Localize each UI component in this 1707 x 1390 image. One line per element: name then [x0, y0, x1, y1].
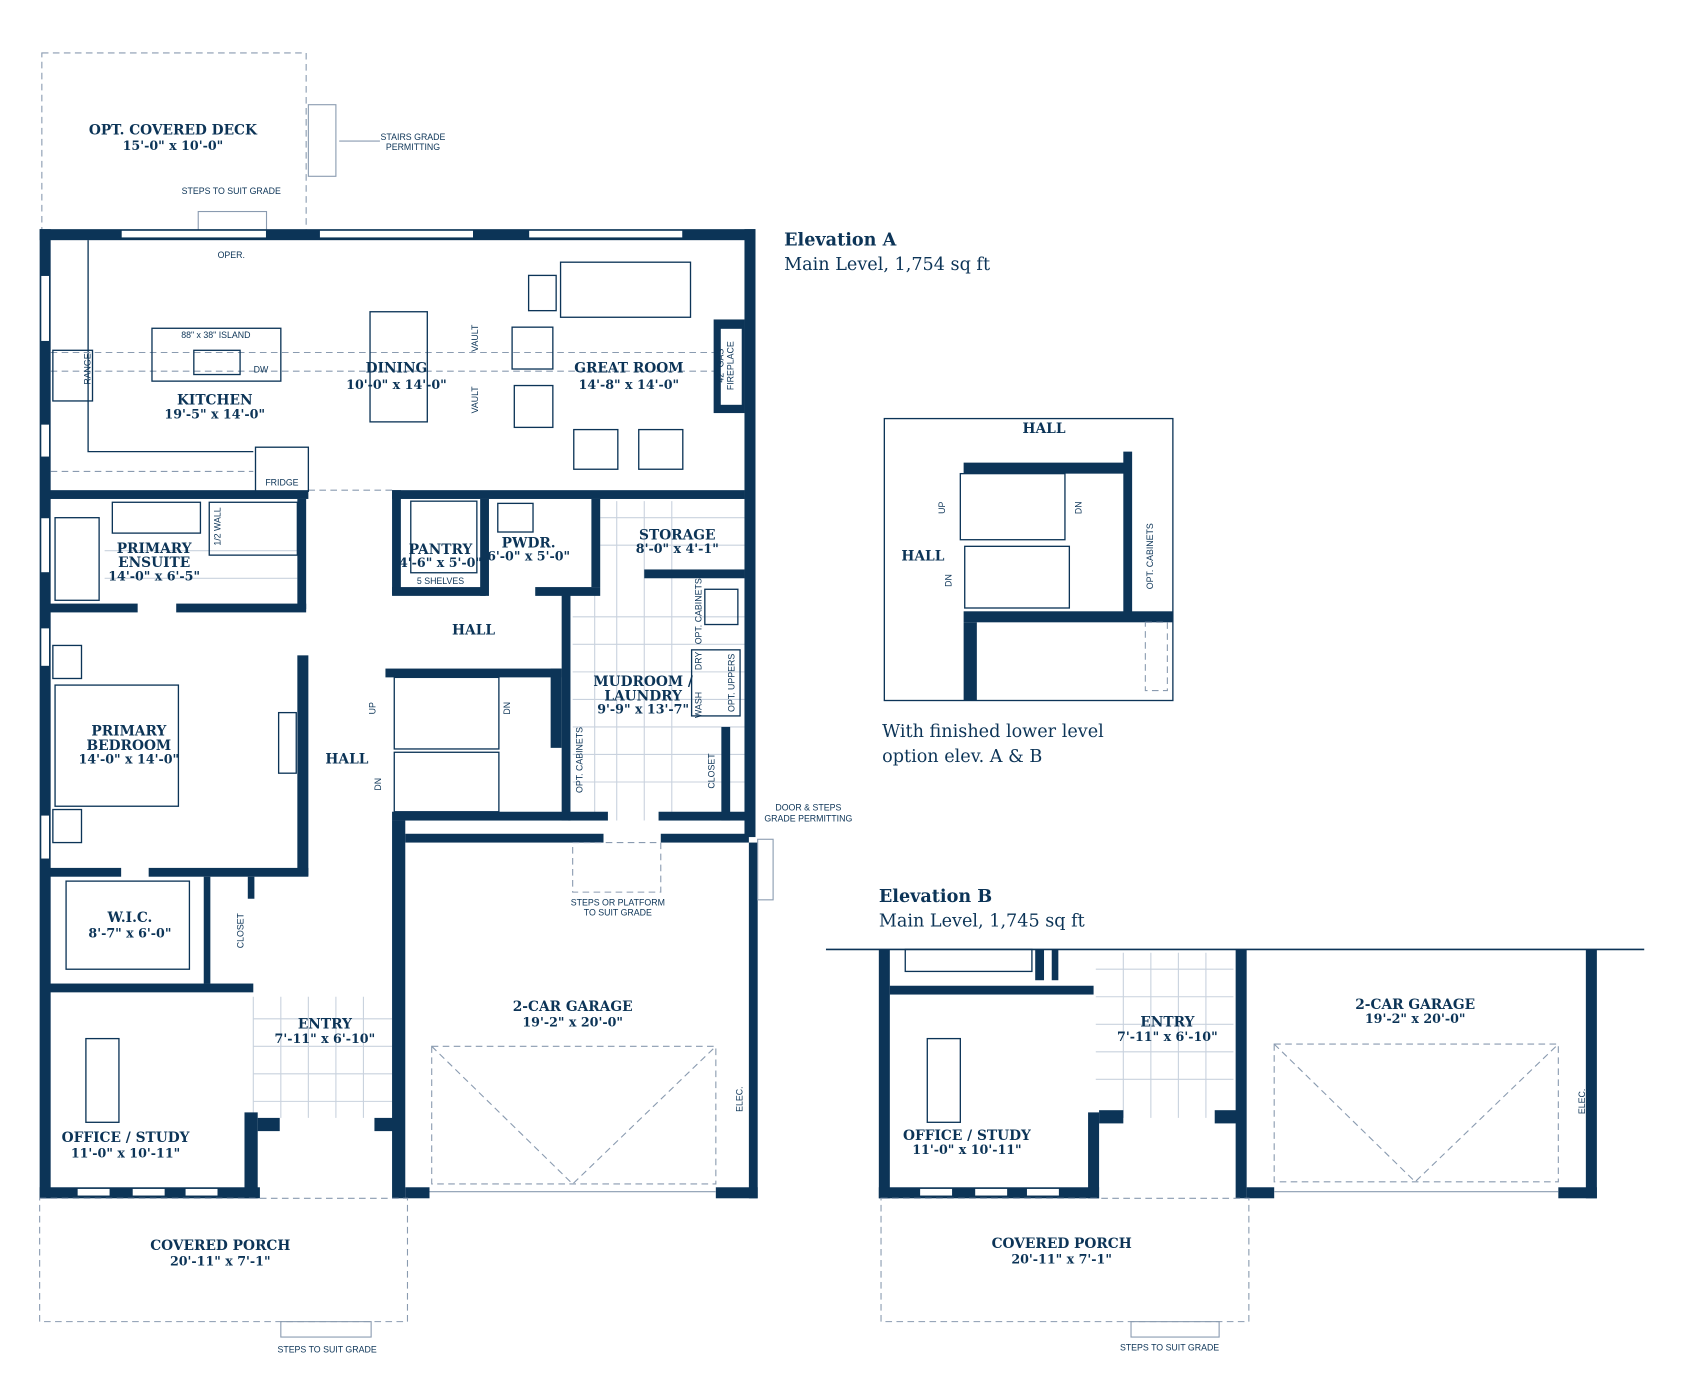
elec-note: ELEC. [734, 1086, 744, 1111]
elev-b-entry-dims: 7'-11" x 6'-10" [1117, 1029, 1218, 1044]
great-room-dims: 14'-8" x 14'-0" [579, 377, 680, 392]
stairs-note-2: PERMITTING [386, 142, 440, 152]
porch-dims: 20'-11" x 7'-1" [170, 1253, 271, 1268]
ensuite-name: PRIMARY [117, 541, 192, 557]
inset-dn-2: DN [944, 574, 954, 587]
elevation-a-title: Elevation A [784, 230, 896, 251]
fireplace-note-2: FIREPLACE [725, 341, 735, 390]
walls-main [39, 229, 758, 1199]
mudroom-name: MUDROOM / [593, 674, 694, 690]
mudroom-name-2: LAUNDRY [604, 689, 682, 705]
inset-caption-1: With finished lower level [882, 722, 1104, 742]
fixtures-main [39, 240, 774, 1338]
wic-dims: 8'-7" x 6'-0" [88, 925, 171, 940]
inset-caption-2: option elev. A & B [882, 747, 1042, 767]
elev-b-garage-dims: 19'-2" x 20'-0" [1365, 1011, 1466, 1026]
wic-name: W.I.C. [107, 910, 153, 926]
island-note: 88" x 38" ISLAND [181, 330, 250, 340]
kitchen-dims: 19'-5" x 14'-0" [164, 407, 265, 422]
pantry-dims: 4'-6" x 5'-0" [399, 555, 482, 570]
elev-b-office-name: OFFICE / STUDY [903, 1128, 1031, 1144]
inset-hall-top: HALL [1023, 421, 1066, 437]
elev-b-steps-note: STEPS TO SUIT GRADE [1120, 1342, 1219, 1352]
dw-note: DW [254, 364, 269, 374]
pwdr-name: PWDR. [502, 535, 556, 551]
deck: OPT. COVERED DECK 15'-0" x 10'-0" STAIRS… [41, 52, 446, 232]
closet-note-2: CLOSET [235, 912, 245, 948]
elev-b-porch-name: COVERED PORCH [992, 1236, 1132, 1252]
vault-note-2: VAULT [470, 386, 480, 414]
door-steps-note: DOOR & STEPS [775, 803, 841, 813]
storage-name: STORAGE [639, 528, 715, 544]
hall-lower: HALL [325, 751, 368, 767]
storage-dims: 8'-0" x 4'-1" [636, 541, 719, 556]
elev-b-office-dims: 11'-0" x 10'-11" [912, 1142, 1021, 1157]
stair-dn: DN [502, 702, 512, 715]
bedroom-name-2: BEDROOM [87, 738, 172, 754]
closet-note: CLOSET [707, 753, 717, 789]
pantry-name: PANTRY [409, 542, 473, 558]
bedroom-dims: 14'-0" x 14'-0" [79, 751, 180, 766]
office-name: OFFICE / STUDY [62, 1130, 190, 1146]
bedroom-name: PRIMARY [91, 724, 166, 740]
range-note: RANGE [82, 353, 92, 384]
ensuite-name-2: ENSUITE [118, 555, 190, 571]
elev-b-entry-name: ENTRY [1140, 1014, 1194, 1030]
elevation-a-subtitle: Main Level, 1,754 sq ft [784, 255, 990, 275]
vault-note-1: VAULT [470, 324, 480, 352]
labels-main: OPER. 88" x 38" ISLAND DW RANGE FRIDGE V… [62, 250, 853, 1355]
floor-tiles [104, 501, 745, 1118]
shelves-note: 5 SHELVES [417, 576, 464, 586]
porch-steps-note: STEPS TO SUIT GRADE [277, 1344, 376, 1354]
kitchen-name: KITCHEN [177, 392, 253, 408]
elev-b-garage-name: 2-CAR GARAGE [1355, 997, 1475, 1013]
dining-dims: 10'-0" x 14'-0" [346, 377, 447, 392]
deck-dims: 15'-0" x 10'-0" [123, 138, 224, 153]
inset-hall-left: HALL [901, 549, 944, 565]
inset-up: UP [937, 502, 947, 514]
hall-upper: HALL [452, 622, 495, 638]
door-steps-note-2: GRADE PERMITTING [764, 814, 852, 824]
steps-platform-note: STEPS OR PLATFORM [571, 897, 665, 907]
pwdr-dims: 6'-0" x 5'-0" [487, 549, 570, 564]
stair-up: UP [368, 702, 378, 714]
deck-name: OPT. COVERED DECK [89, 122, 258, 138]
entry-dims: 7'-11" x 6'-10" [275, 1031, 376, 1046]
stair-dn-2: DN [373, 778, 383, 791]
stair-inset: HALL HALL OPT. CABINETS UP DN DN With fi… [882, 417, 1174, 767]
great-room-name: GREAT ROOM [574, 360, 683, 376]
oper-note: OPER. [218, 250, 245, 260]
entry-name: ENTRY [298, 1017, 352, 1033]
fireplace-note-1: 42" GAS [716, 349, 726, 383]
opt-uppers-note: OPT. UPPERS [727, 654, 737, 712]
deck-steps-note: STEPS TO SUIT GRADE [182, 186, 281, 196]
inset-dn: DN [1073, 501, 1083, 514]
opt-cabinets-note: OPT. CABINETS [694, 578, 704, 644]
steps-platform-note-2: TO SUIT GRADE [584, 907, 652, 917]
elevation-b-plan: ENTRY 7'-11" x 6'-10" 2-CAR GARAGE 19'-2… [825, 948, 1645, 1352]
elev-b-elec: ELEC. [1577, 1089, 1587, 1114]
elev-b-porch-dims: 20'-11" x 7'-1" [1011, 1251, 1112, 1266]
wash-note: WASH [694, 692, 704, 718]
inset-opt-cabinets: OPT. CABINETS [1145, 523, 1155, 589]
half-wall-note: 1/2 WALL [212, 507, 222, 545]
fridge-note: FRIDGE [265, 478, 298, 488]
mudroom-dims: 9'-9" x 13'-7" [597, 702, 689, 717]
elevation-b-title: Elevation B [879, 886, 992, 907]
opt-cabinets-note-2: OPT. CABINETS [575, 727, 585, 793]
dining-name: DINING [366, 360, 428, 376]
dry-note: DRY [694, 652, 704, 671]
porch-name: COVERED PORCH [150, 1238, 290, 1254]
ensuite-dims: 14'-0" x 6'-5" [108, 568, 200, 583]
garage-name: 2-CAR GARAGE [513, 999, 633, 1015]
office-dims: 11'-0" x 10'-11" [71, 1146, 180, 1161]
elevation-b-subtitle: Main Level, 1,745 sq ft [879, 911, 1085, 931]
garage-dims: 19'-2" x 20'-0" [522, 1014, 623, 1029]
stairs-note: STAIRS GRADE [381, 132, 446, 142]
